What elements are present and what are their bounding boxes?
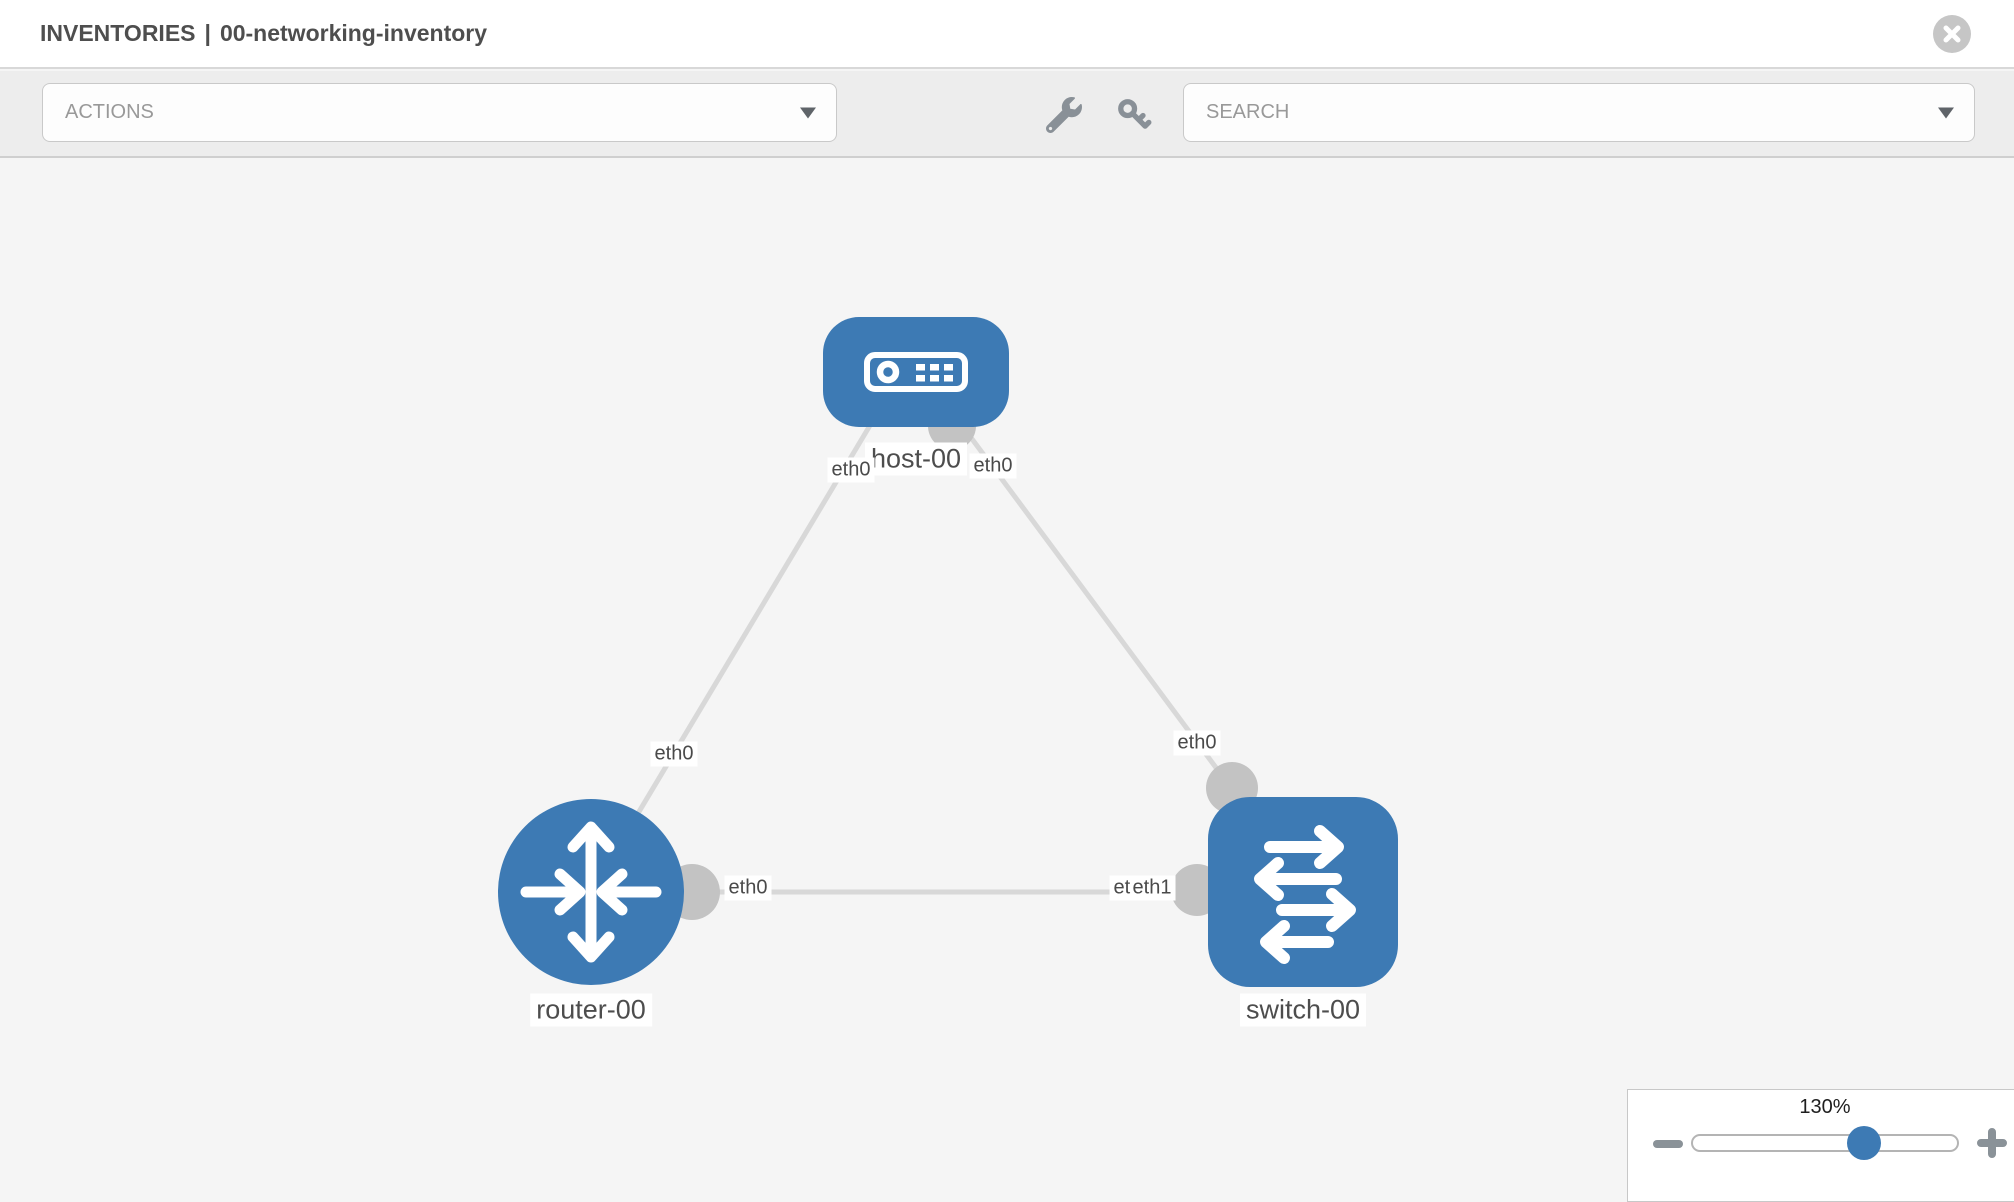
node-label-router: router-00 <box>530 993 652 1027</box>
zoom-out-icon[interactable] <box>1653 1139 1683 1149</box>
close-x-glyph <box>1943 25 1961 43</box>
header-bar: INVENTORIES | 00-networking-inventory <box>0 0 2014 69</box>
zoom-level-label: 130% <box>1799 1096 1851 1118</box>
search-dropdown[interactable]: SEARCH <box>1183 83 1975 142</box>
key-icon[interactable] <box>1116 97 1152 133</box>
topology-links <box>588 402 1303 920</box>
zoom-panel: 130% <box>1627 1089 2014 1202</box>
chevron-down-icon <box>1938 107 1954 118</box>
node-label-switch: switch-00 <box>1239 993 1367 1027</box>
zoom-slider-track[interactable] <box>1691 1134 1959 1152</box>
iface-label-router-switch-left: eth0 <box>724 875 772 901</box>
breadcrumb-section: INVENTORIES <box>40 20 196 46</box>
iface-label-host-switch-link: eth0 <box>1173 730 1221 756</box>
node-label-host: host-00 <box>864 442 968 476</box>
router-icon <box>520 821 662 963</box>
iface-label-overlap-front: eth1 <box>1130 875 1176 901</box>
node-host-00[interactable] <box>823 317 1009 427</box>
iface-label-host-right: eth0 <box>969 453 1017 479</box>
iface-label-overlap: eth0 eth1 <box>1109 875 1176 901</box>
breadcrumb-separator: | <box>204 20 211 46</box>
iface-label-host-router-link: eth0 <box>650 741 698 767</box>
topology-canvas[interactable]: host-00 router-00 switch-00 eth0 eth0 et… <box>0 160 2014 1200</box>
switch-icon <box>1254 825 1356 964</box>
page-title: INVENTORIES | 00-networking-inventory <box>40 0 496 67</box>
node-switch-00[interactable] <box>1208 797 1398 987</box>
close-icon[interactable] <box>1933 15 1971 53</box>
inventory-name: 00-networking-inventory <box>219 20 488 46</box>
node-router-00[interactable] <box>498 799 684 985</box>
server-icon <box>864 352 968 392</box>
zoom-slider-handle[interactable] <box>1847 1126 1881 1160</box>
chevron-down-icon <box>800 107 816 118</box>
actions-dropdown[interactable]: ACTIONS <box>42 83 837 142</box>
actions-dropdown-label: ACTIONS <box>65 101 154 123</box>
wrench-icon[interactable] <box>1046 97 1082 133</box>
zoom-in-icon[interactable] <box>1977 1128 2007 1158</box>
iface-label-host-left: eth0 <box>827 457 875 483</box>
toolbar: ACTIONS SEARCH <box>0 71 2014 158</box>
search-dropdown-label: SEARCH <box>1206 101 1290 123</box>
